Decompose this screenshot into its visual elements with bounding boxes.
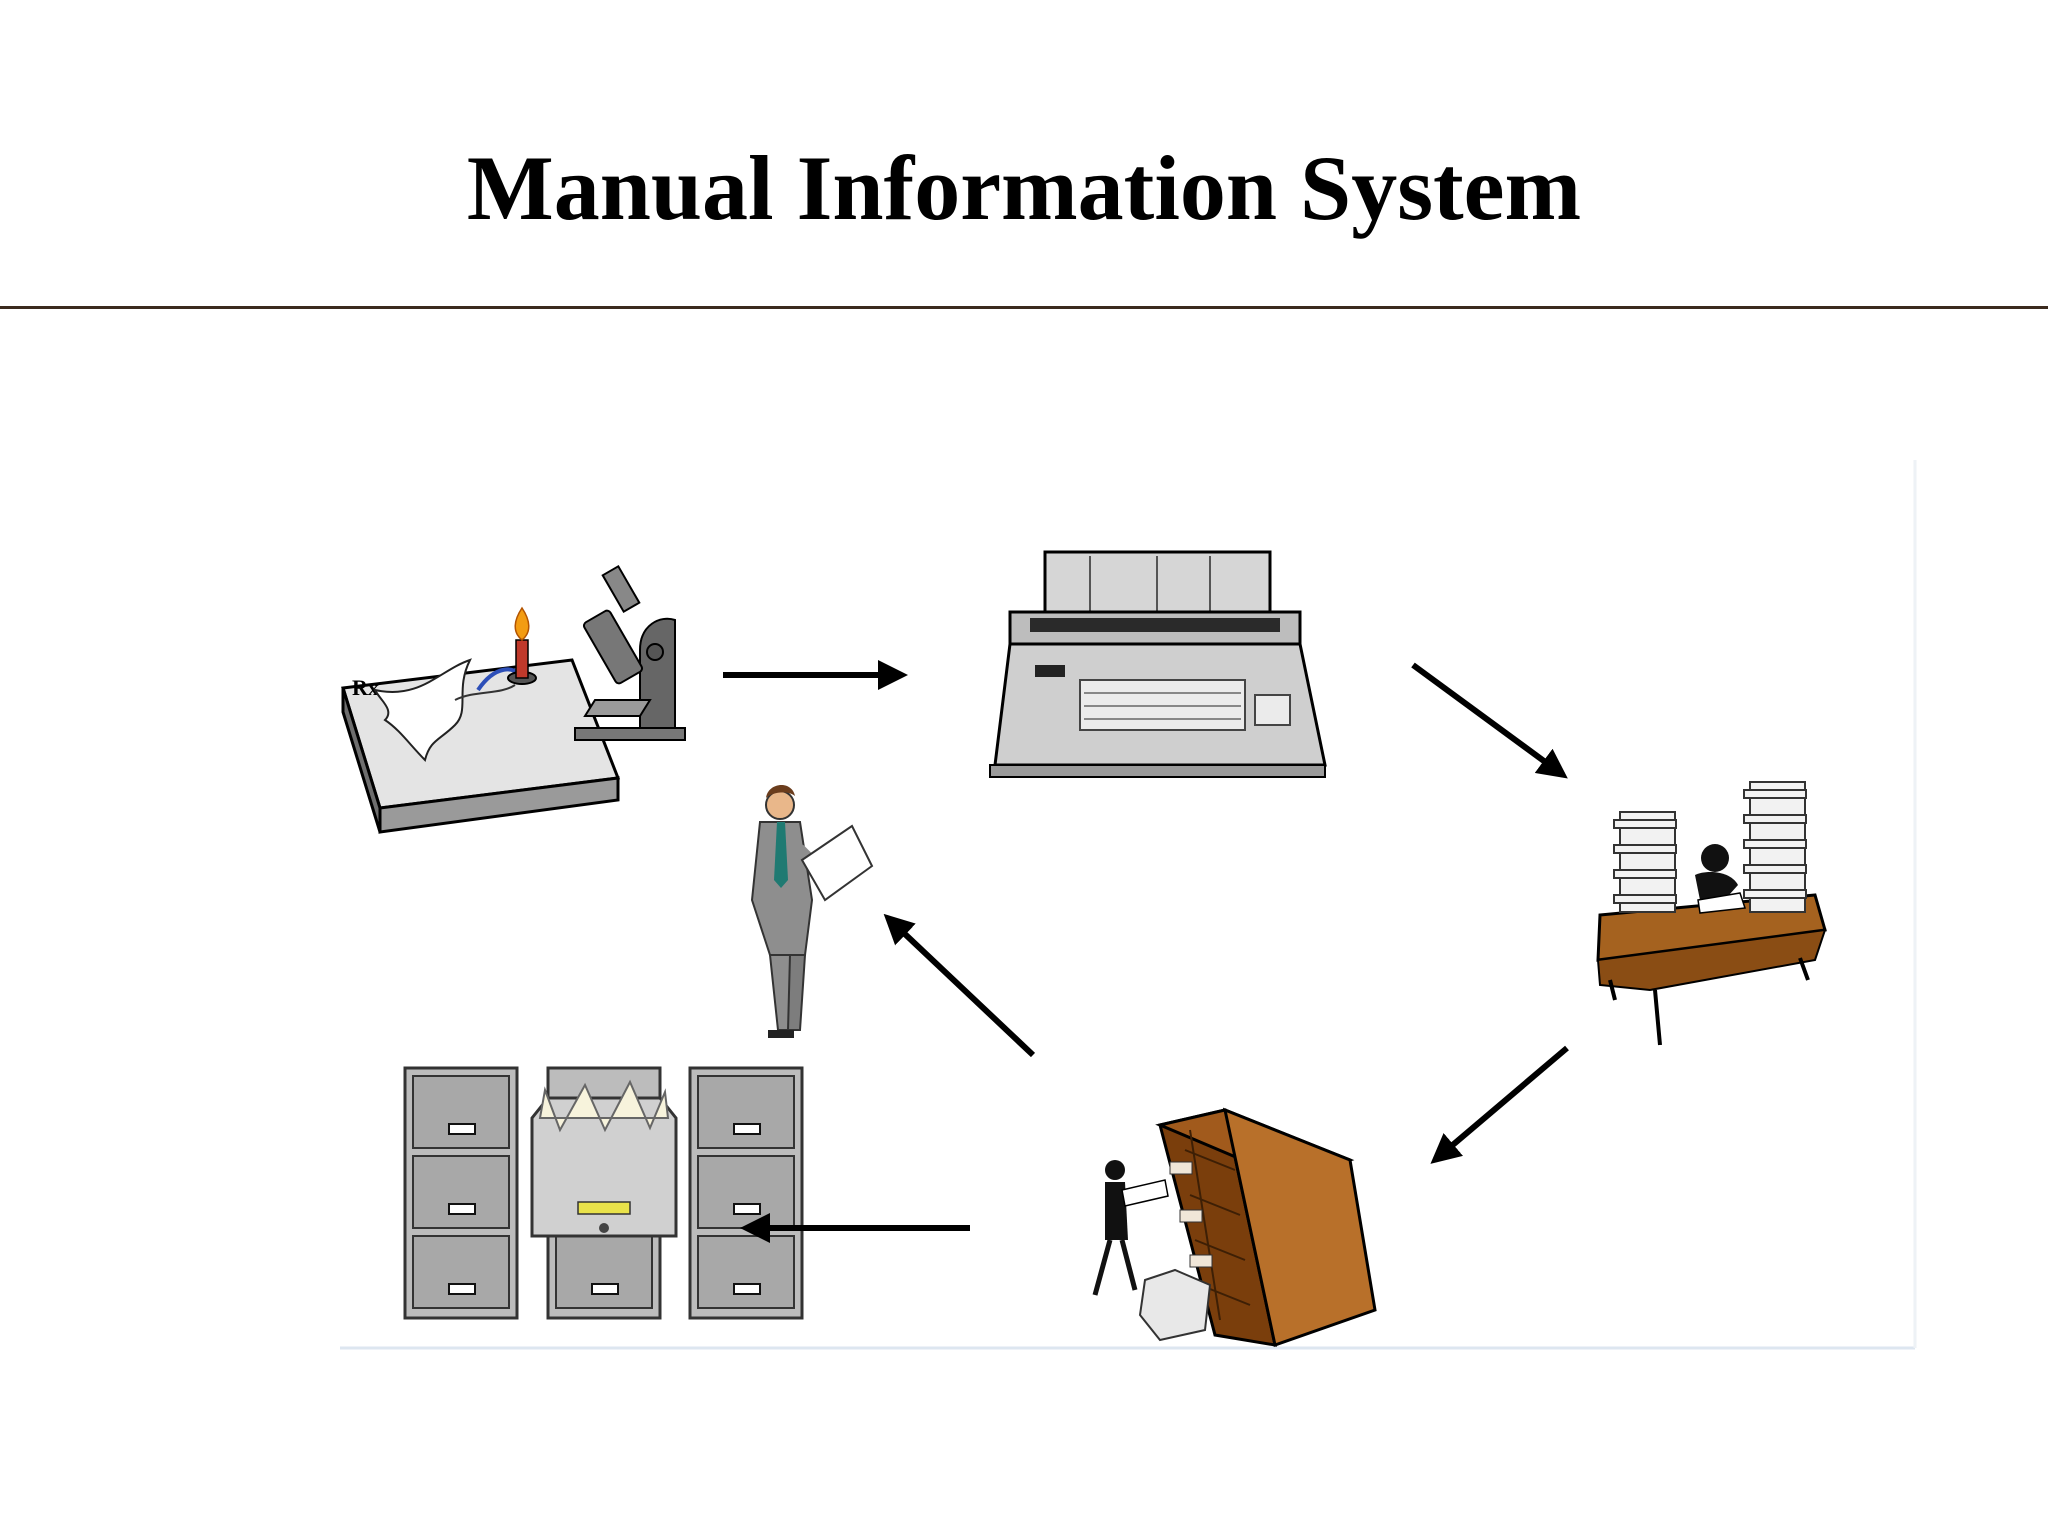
filing-cabinet-icon: [403, 1066, 804, 1320]
arrow-typewriter-to-desk: [1411, 662, 1568, 779]
arrow-desk-to-shelves: [1430, 1045, 1569, 1164]
flow-arrows: [723, 660, 1569, 1243]
typewriter-icon: [989, 550, 1327, 778]
arrow-files-to-manager: [883, 913, 1036, 1058]
manager-reading-report-icon: [750, 784, 874, 1038]
slide-title: Manual Information System: [466, 137, 1582, 239]
mail-sorting-shelf-icon: [1092, 1107, 1377, 1347]
process-diagram: Rx: [340, 460, 1917, 1350]
microscope-and-bunsen-burner-icon: Rx: [341, 564, 686, 834]
desk-with-paper-stacks-icon: [1596, 781, 1827, 1046]
title-divider: [0, 306, 2048, 309]
svg-text:Rx: Rx: [352, 675, 379, 700]
